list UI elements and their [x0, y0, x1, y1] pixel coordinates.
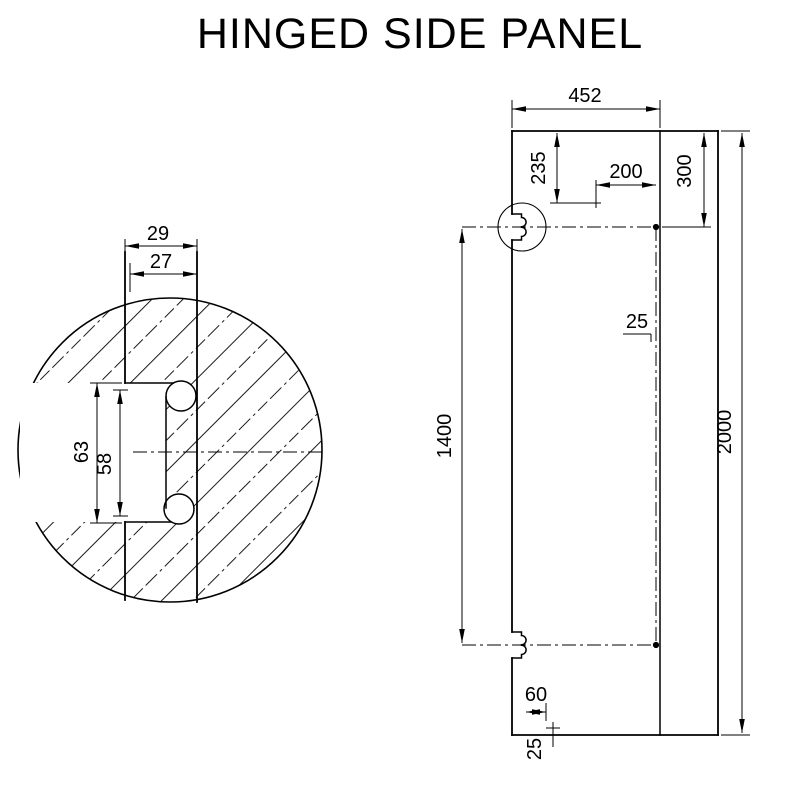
dimension-235: 235	[528, 133, 601, 204]
dimension-29: 29	[124, 223, 198, 258]
dimension-27: 27	[129, 251, 197, 292]
dimension-63: 63	[71, 382, 122, 524]
dim-452-label: 452	[568, 85, 601, 107]
profile-strip-edges	[124, 251, 198, 603]
dimension-1400: 1400	[434, 229, 465, 643]
dim-25-top-label: 25	[626, 311, 648, 333]
detail-view: 29 27 63 58	[17, 223, 323, 603]
dimension-58: 58	[94, 389, 128, 517]
dim-235-label: 235	[528, 151, 550, 184]
dimension-200: 200	[595, 161, 656, 208]
center-point-bottom	[652, 641, 660, 649]
dimension-300: 300	[662, 133, 711, 228]
dim-58-label: 58	[94, 453, 116, 475]
dim-27-label: 27	[150, 251, 172, 273]
panel-outline	[511, 130, 719, 736]
dim-25-bottom-label: 25	[524, 738, 546, 760]
dimension-60: 60	[525, 684, 547, 721]
dim-29-label: 29	[147, 223, 169, 245]
center-point-top	[652, 223, 660, 231]
page-title: HINGED SIDE PANEL	[197, 10, 643, 58]
dimension-2000: 2000	[714, 130, 750, 736]
panel-view: 452 235 200 300 25 1400	[434, 85, 750, 760]
dim-200-label: 200	[609, 161, 642, 183]
dim-2000-label: 2000	[714, 410, 736, 455]
dim-1400-label: 1400	[434, 414, 456, 459]
dimension-25-top: 25	[623, 311, 652, 342]
dimension-25-bottom: 25	[524, 722, 560, 760]
dimension-452: 452	[511, 85, 661, 128]
dim-63-label: 63	[71, 441, 93, 463]
hinge-pin-hole-top	[165, 380, 197, 412]
detail-boundary-circle	[17, 297, 323, 603]
centerlines	[462, 223, 660, 649]
hinge-pin-hole-bottom	[163, 493, 195, 525]
dim-60-label: 60	[525, 684, 547, 706]
dim-300-label: 300	[674, 154, 696, 187]
